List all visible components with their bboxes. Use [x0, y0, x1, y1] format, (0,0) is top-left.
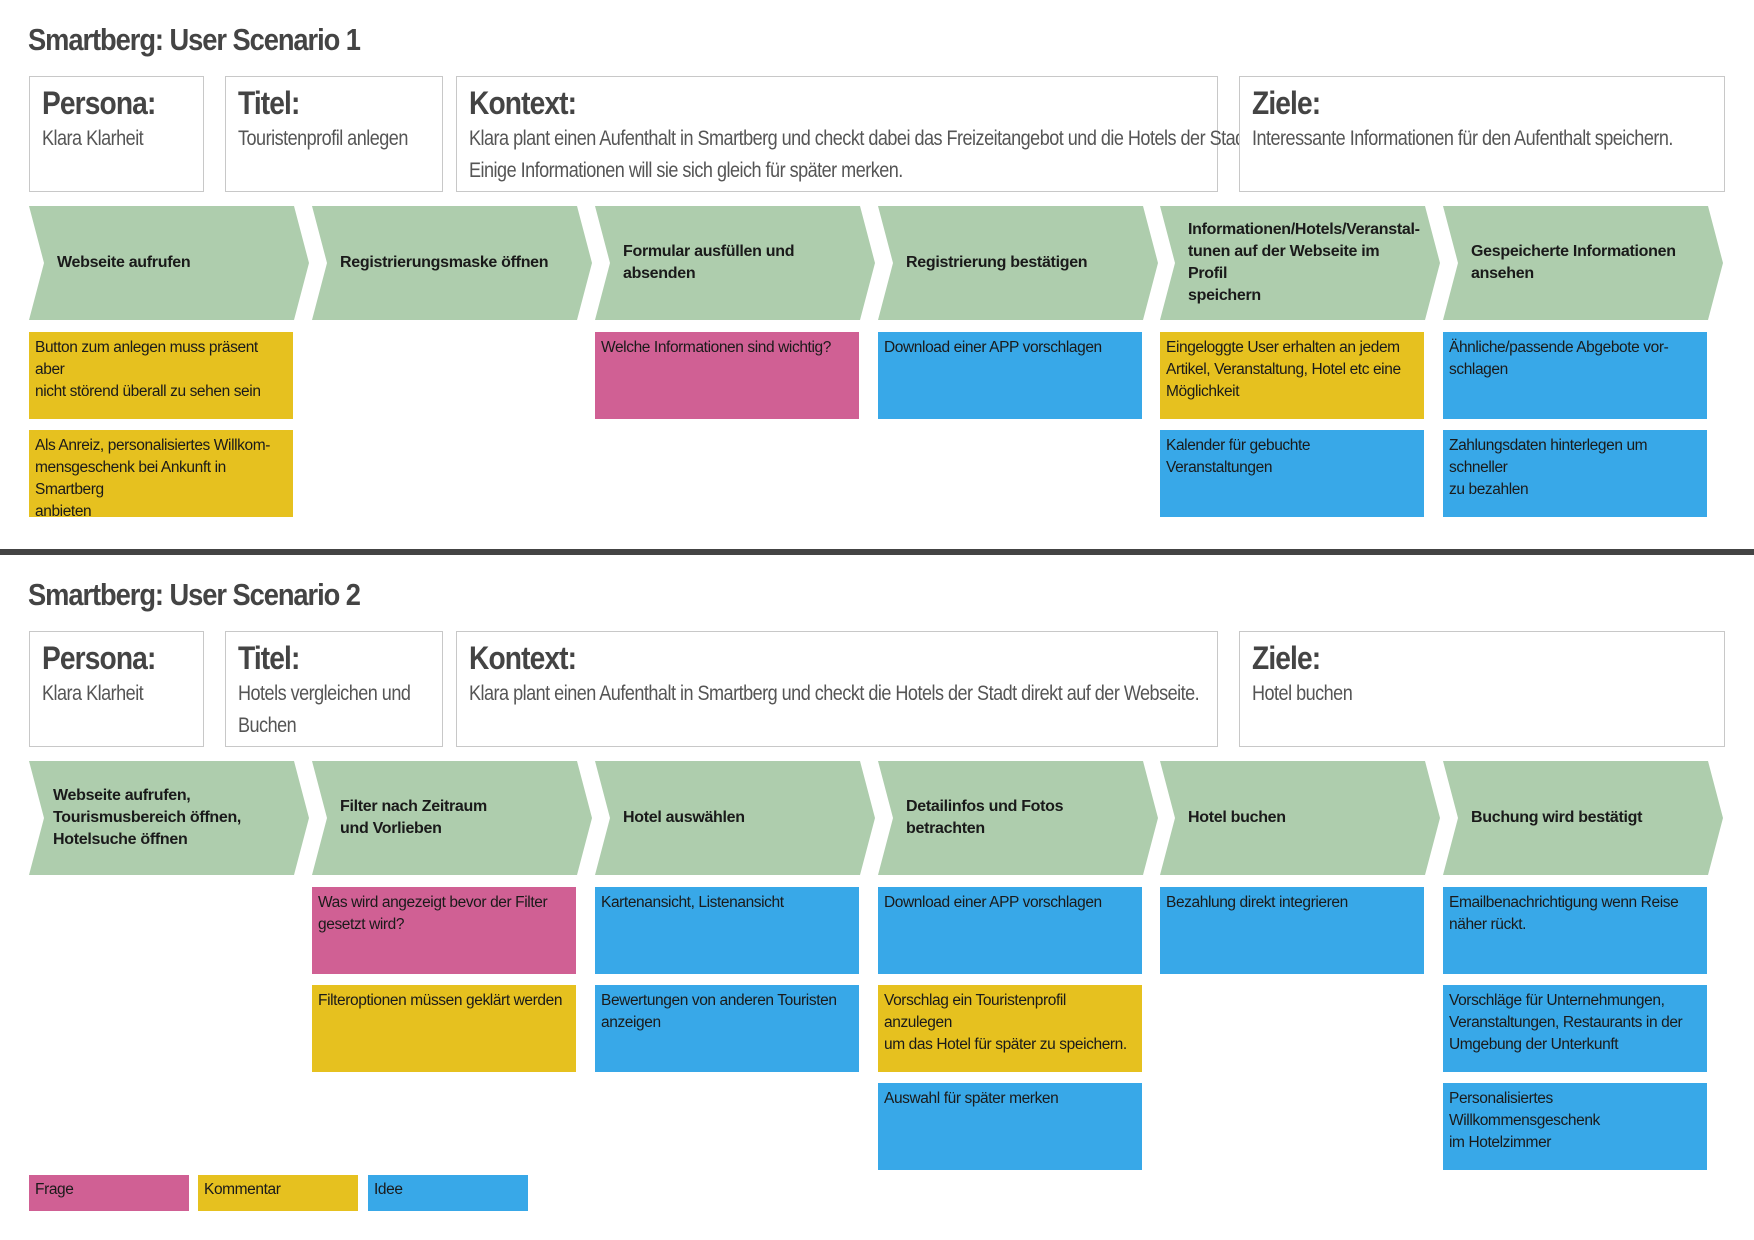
persona-text: Klara Klarheit	[42, 682, 144, 705]
ziele-heading: Ziele:	[1252, 85, 1321, 121]
note-idee: Ähnliche/passende Abgebote vor- schlagen	[1443, 332, 1707, 419]
note-kommentar: Button zum anlegen muss präsent aber nic…	[29, 332, 293, 419]
note-idee: Vorschläge für Unternehmungen, Veranstal…	[1443, 985, 1707, 1072]
persona-heading: Persona:	[42, 85, 156, 121]
step-filter-zeitraum: Filter nach Zeitraum und Vorlieben	[312, 761, 592, 875]
step-buchung-bestaetigt: Buchung wird bestätigt	[1443, 761, 1723, 875]
step-label: Detailinfos und Fotos betrachten	[906, 798, 1064, 837]
note-kommentar: Vorschlag ein Touristenprofil anzulegen …	[878, 985, 1142, 1072]
persona-box: Persona: Klara Klarheit	[29, 76, 204, 192]
step-gespeicherte-informationen: Gespeicherte Informationen ansehen	[1443, 206, 1723, 320]
ziele-box: Ziele: Interessante Informationen für de…	[1239, 76, 1725, 192]
titel-text: Touristenprofil anlegen	[238, 127, 408, 150]
ziele-text: Hotel buchen	[1252, 682, 1353, 705]
scenario-title: Smartberg: User Scenario 1	[28, 22, 361, 57]
note-idee: Personalisiertes Willkommensgeschenk im …	[1443, 1083, 1707, 1170]
titel-box: Titel: Touristenprofil anlegen	[225, 76, 443, 192]
step-label: Filter nach Zeitraum und Vorlieben	[340, 798, 487, 837]
step-label: Hotel buchen	[1188, 809, 1286, 826]
legend-idee: Idee	[368, 1175, 528, 1211]
note-kommentar: Filteroptionen müssen geklärt werden	[312, 985, 576, 1072]
note-idee: Bezahlung direkt integrieren	[1160, 887, 1424, 974]
ziele-box: Ziele: Hotel buchen	[1239, 631, 1725, 747]
kontext-text: Klara plant einen Aufenthalt in Smartber…	[469, 682, 1200, 705]
step-label: Registrierungsmaske öffnen	[340, 254, 549, 271]
persona-box: Persona: Klara Klarheit	[29, 631, 204, 747]
titel-heading: Titel:	[238, 640, 300, 676]
note-idee: Kalender für gebuchte Veranstaltungen	[1160, 430, 1424, 517]
step-hotel-buchen: Hotel buchen	[1160, 761, 1440, 875]
scenario-divider	[0, 549, 1754, 555]
step-label: Buchung wird bestätigt	[1471, 809, 1643, 826]
kontext-text: Klara plant einen Aufenthalt in Smartber…	[469, 127, 1254, 182]
persona-heading: Persona:	[42, 640, 156, 676]
note-idee: Emailbenachrichtigung wenn Reise näher r…	[1443, 887, 1707, 974]
note-idee: Download einer APP vorschlagen	[878, 332, 1142, 419]
step-formular-ausfuellen: Formular ausfüllen und absenden	[595, 206, 875, 320]
step-informationen-speichern: Informationen/Hotels/Veranstal- tunen au…	[1160, 206, 1440, 320]
note-idee: Kartenansicht, Listenansicht	[595, 887, 859, 974]
ziele-text: Interessante Informationen für den Aufen…	[1252, 127, 1673, 150]
note-frage: Was wird angezeigt bevor der Filter gese…	[312, 887, 576, 974]
step-label: Webseite aufrufen	[57, 254, 191, 271]
step-label: Webseite aufrufen, Tourismusbereich öffn…	[53, 787, 242, 848]
kontext-heading: Kontext:	[469, 640, 577, 676]
step-label: Formular ausfüllen und absenden	[623, 243, 795, 282]
titel-heading: Titel:	[238, 85, 300, 121]
note-kommentar: Eingeloggte User erhalten an jedem Artik…	[1160, 332, 1424, 419]
step-webseite-aufrufen: Webseite aufrufen	[29, 206, 309, 320]
step-label: Informationen/Hotels/Veranstal- tunen au…	[1188, 221, 1420, 304]
step-registrierungsmaske-oeffnen: Registrierungsmaske öffnen	[312, 206, 592, 320]
step-label: Registrierung bestätigen	[906, 254, 1088, 271]
note-idee: Bewertungen von anderen Touristen anzeig…	[595, 985, 859, 1072]
note-idee: Auswahl für später merken	[878, 1083, 1142, 1170]
legend-kommentar: Kommentar	[198, 1175, 358, 1211]
kontext-heading: Kontext:	[469, 85, 577, 121]
step-registrierung-bestaetigen: Registrierung bestätigen	[878, 206, 1158, 320]
kontext-box: Kontext: Klara plant einen Aufenthalt in…	[456, 76, 1254, 192]
note-idee: Download einer APP vorschlagen	[878, 887, 1142, 974]
step-label: Hotel auswählen	[623, 809, 745, 826]
note-kommentar: Als Anreiz, personalisiertes Willkom- me…	[29, 430, 293, 517]
scenario-title: Smartberg: User Scenario 2	[28, 577, 361, 612]
legend-frage: Frage	[29, 1175, 189, 1211]
kontext-box: Kontext: Klara plant einen Aufenthalt in…	[456, 631, 1218, 747]
note-idee: Zahlungsdaten hinterlegen um schneller z…	[1443, 430, 1707, 517]
ziele-heading: Ziele:	[1252, 640, 1321, 676]
step-label: Gespeicherte Informationen ansehen	[1471, 243, 1676, 282]
step-webseite-aufrufen: Webseite aufrufen, Tourismusbereich öffn…	[29, 761, 309, 875]
step-detailinfos-fotos: Detailinfos und Fotos betrachten	[878, 761, 1158, 875]
persona-text: Klara Klarheit	[42, 127, 144, 150]
step-hotel-auswaehlen: Hotel auswählen	[595, 761, 875, 875]
note-frage: Welche Informationen sind wichtig?	[595, 332, 859, 419]
